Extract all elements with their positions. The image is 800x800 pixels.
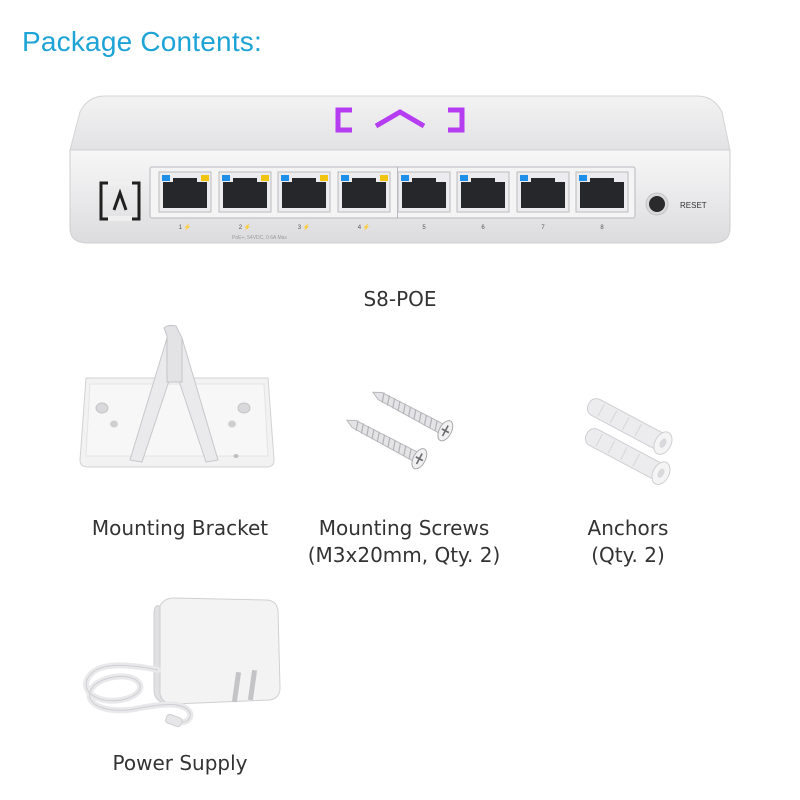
link-led-icon <box>162 175 170 181</box>
mounting-bracket-image <box>79 324 275 468</box>
switch-image: 1 ⚡ 2 ⚡ 3 ⚡ 4 ⚡ 5 6 7 8 RESET PoE+, 54VDC, 0.6A… <box>69 95 731 244</box>
port-label: 4 ⚡ <box>358 223 370 231</box>
poe-rating-label: PoE+, 54VDC, 0.6A Max <box>232 235 287 241</box>
ethernet-port-2: 2 ⚡ <box>218 171 272 231</box>
port-label: 2 ⚡ <box>239 223 251 231</box>
ethernet-port-4: 4 ⚡ <box>337 171 391 231</box>
brand-logo-icon <box>99 181 141 221</box>
mounting-screws-image <box>345 391 454 470</box>
poe-led-icon <box>320 175 328 181</box>
anchors-caption: Anchors (Qty. 2) <box>528 515 728 569</box>
poe-led-icon <box>261 175 269 181</box>
ethernet-port-8: 8 <box>575 171 629 231</box>
bracket-label: Mounting Bracket <box>91 516 269 540</box>
link-led-icon <box>222 175 230 181</box>
anchors-detail: (Qty. 2) <box>591 543 665 567</box>
power-label: Power Supply <box>112 751 248 775</box>
reset-label: RESET <box>680 201 707 210</box>
ethernet-port-5: 5 <box>397 171 451 231</box>
power-supply-image <box>83 597 281 728</box>
screws-caption: Mounting Screws (M3x20mm, Qty. 2) <box>280 515 528 569</box>
port-label: 6 <box>481 225 485 231</box>
anchors-image <box>584 398 673 485</box>
link-led-icon <box>460 175 468 181</box>
link-led-icon <box>281 175 289 181</box>
poe-led-icon <box>201 175 209 181</box>
link-led-icon <box>401 175 409 181</box>
port-label: 3 ⚡ <box>298 223 310 231</box>
bracket-caption: Mounting Bracket <box>60 515 300 542</box>
poe-led-icon <box>380 175 388 181</box>
power-caption: Power Supply <box>60 750 300 777</box>
anchors-label: Anchors <box>587 516 669 540</box>
link-led-icon <box>341 175 349 181</box>
ethernet-port-7: 7 <box>516 171 570 231</box>
port-label: 5 <box>422 225 426 231</box>
port-label: 8 <box>600 225 604 231</box>
ethernet-port-3: 3 ⚡ <box>277 171 331 231</box>
port-label: 7 <box>541 225 545 231</box>
link-led-icon <box>520 175 528 181</box>
ethernet-port-6: 6 <box>456 171 510 231</box>
screws-detail: (M3x20mm, Qty. 2) <box>307 543 501 567</box>
top-logo-icon <box>335 107 465 133</box>
link-led-icon <box>579 175 587 181</box>
port-label: 1 ⚡ <box>179 223 191 231</box>
product-name: S8-POE <box>363 287 437 311</box>
page-title: Package Contents: <box>22 26 262 57</box>
ethernet-port-1: 1 ⚡ <box>158 171 212 231</box>
reset-button <box>645 192 669 216</box>
screws-label: Mounting Screws <box>318 516 490 540</box>
